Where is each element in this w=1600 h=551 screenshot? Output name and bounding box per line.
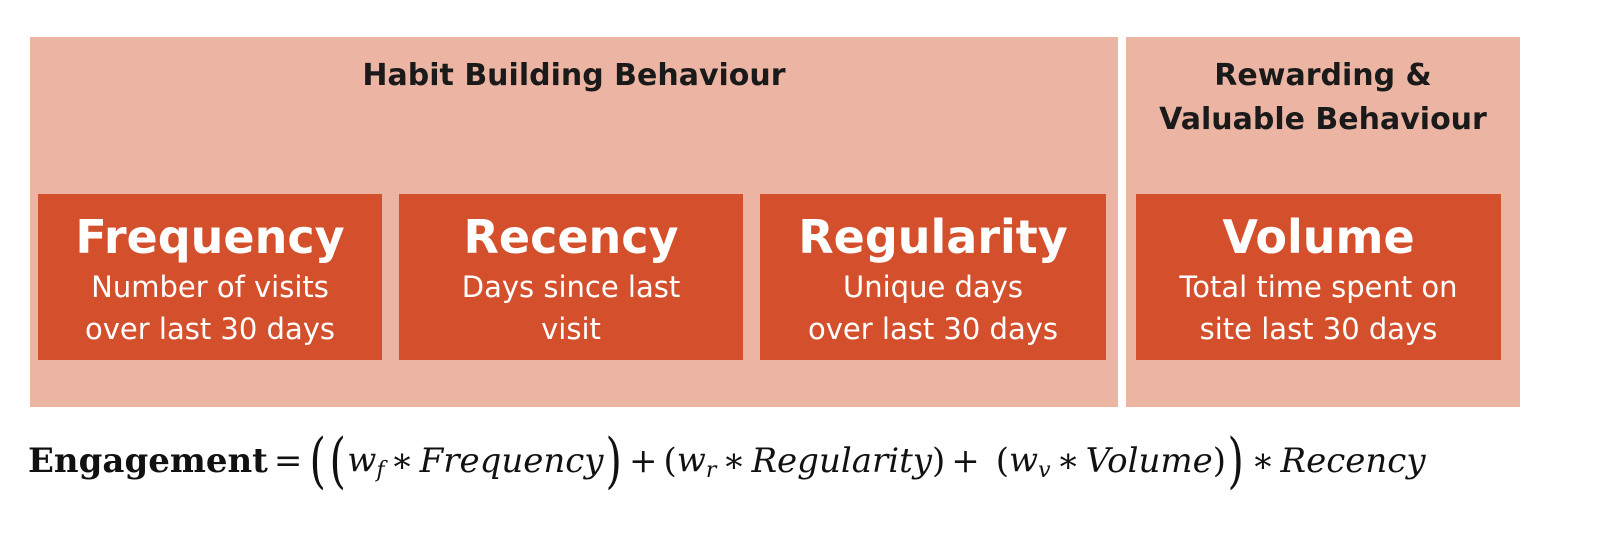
formula-lhs: Engagement	[28, 441, 268, 481]
formula-open-r: (	[663, 441, 677, 481]
formula-times-1: ∗	[390, 441, 414, 481]
frequency-desc-line1: Number of visits	[91, 270, 329, 304]
recency-desc-line1: Days since last	[461, 270, 681, 304]
recency-title: Recency	[463, 210, 679, 264]
formula-plus-2: +	[951, 441, 980, 481]
habit-building-group: Habit Building Behaviour Frequency Numbe…	[30, 37, 1118, 407]
regularity-desc-line1: Unique days	[843, 270, 1023, 304]
formula-equals: =	[273, 441, 303, 481]
formula-close-outer: )	[1227, 426, 1244, 496]
formula-open-outer: (	[309, 426, 327, 496]
engagement-formula: Engagement = ( ( wf ∗ Frequency ) + ( wr…	[28, 428, 1426, 494]
frequency-box: Frequency Number of visits over last 30 …	[38, 194, 382, 360]
regularity-title: Regularity	[798, 210, 1068, 264]
formula-term-regularity: Regularity	[751, 441, 932, 481]
volume-desc-line2: site last 30 days	[1199, 312, 1438, 346]
formula-times-4: ∗	[1251, 441, 1275, 481]
volume-box: Volume Total time spent on site last 30 …	[1136, 194, 1501, 360]
formula-times-2: ∗	[722, 441, 746, 481]
volume-title: Volume	[1222, 210, 1415, 264]
formula-term-frequency: Frequency	[419, 441, 604, 481]
formula-term-recency: Recency	[1280, 441, 1426, 481]
rewarding-valuable-group: Rewarding & Valuable Behaviour Volume To…	[1126, 37, 1520, 407]
frequency-desc-line2: over last 30 days	[85, 312, 335, 346]
formula-close-inner: )	[605, 426, 622, 496]
formula-weight-v: wv	[1009, 439, 1051, 483]
recency-box: Recency Days since last visit	[399, 194, 743, 360]
formula-open-v: (	[995, 441, 1010, 481]
rewarding-valuable-title: Rewarding & Valuable Behaviour	[1159, 58, 1487, 137]
regularity-desc-line2: over last 30 days	[808, 312, 1058, 346]
frequency-title: Frequency	[75, 210, 345, 264]
formula-open-inner: (	[329, 426, 346, 496]
habit-building-title: Habit Building Behaviour	[362, 58, 786, 93]
formula-term-volume: Volume	[1085, 441, 1213, 481]
formula-close-r: )	[931, 441, 946, 481]
formula-close-v: )	[1212, 441, 1226, 481]
formula-plus-1: +	[628, 441, 658, 481]
volume-desc-line1: Total time spent on	[1179, 270, 1458, 304]
formula-weight-r: wr	[676, 439, 717, 483]
formula-times-3: ∗	[1056, 441, 1080, 481]
regularity-box: Regularity Unique days over last 30 days	[760, 194, 1106, 360]
recency-desc-line2: visit	[541, 312, 601, 346]
formula-weight-f: wf	[347, 439, 385, 483]
